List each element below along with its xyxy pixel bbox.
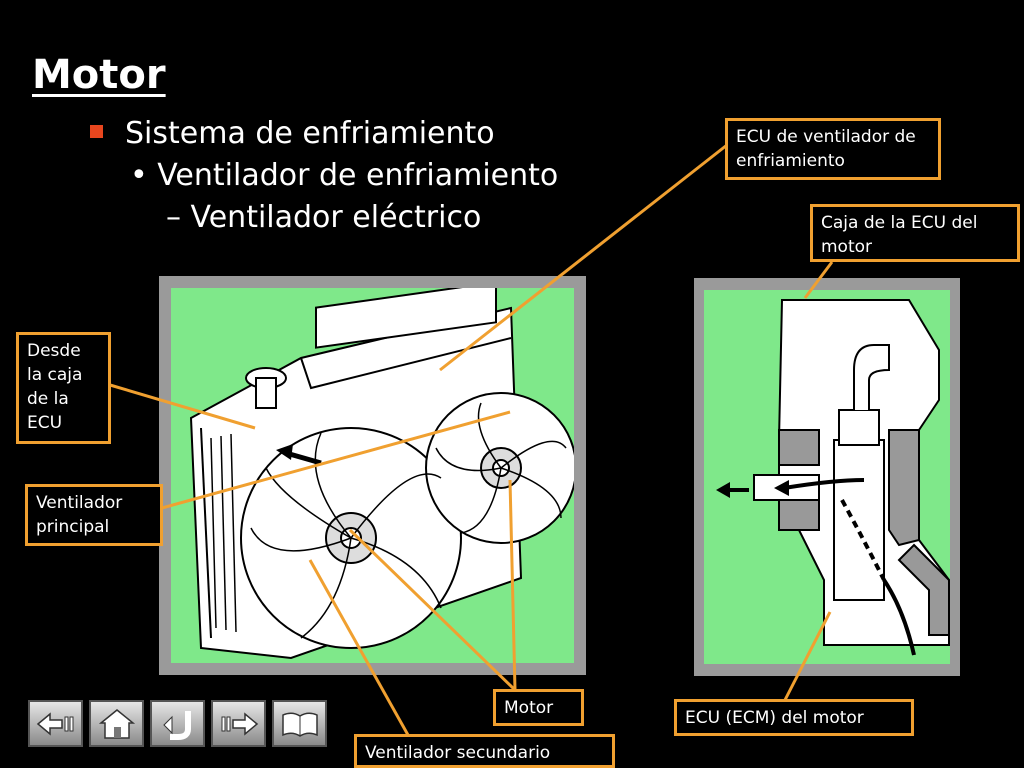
callout-motor: Motor [493, 689, 584, 726]
radiator-diagram [159, 276, 586, 675]
book-button[interactable] [272, 700, 327, 747]
leader-motor-1 [348, 528, 517, 692]
next-button[interactable] [211, 700, 266, 747]
callout-ecu-fan: ECU de ventilador de enfriamiento [725, 118, 941, 180]
ecu-box-diagram-background [704, 290, 950, 664]
leader-main-fan [161, 410, 511, 510]
ecu-box-diagram [694, 278, 960, 676]
ecu-box-illustration [716, 299, 950, 656]
first-button[interactable] [28, 700, 83, 747]
square-bullet-icon [90, 125, 103, 138]
book-icon [281, 712, 318, 737]
callout-secondary-fan: Ventilador secundario [354, 734, 615, 768]
callout-engine-ecu: ECU (ECM) del motor [674, 699, 914, 736]
return-icon [162, 710, 191, 740]
leader-secondary-fan [308, 559, 410, 736]
leader-motor-2 [508, 479, 517, 691]
callout-ecu-box: Caja de la ECU del motor [810, 204, 1020, 262]
bullet-level-1: Sistema de enfriamiento [90, 116, 495, 151]
bullet-level-3: – Ventilador eléctrico [166, 200, 482, 235]
slide-title: Motor [32, 52, 166, 98]
leader-ecu-box [803, 261, 834, 299]
leader-ecu-fan [439, 143, 728, 372]
home-icon [98, 708, 135, 739]
home-button[interactable] [89, 700, 144, 747]
leader-from-box [109, 383, 256, 430]
first-icon [36, 711, 73, 736]
radiator-diagram-background [171, 281, 577, 663]
leader-engine-ecu [783, 611, 832, 701]
next-icon [221, 711, 258, 736]
bullet-level-1-text: Sistema de enfriamiento [125, 116, 495, 151]
return-button[interactable] [150, 700, 205, 747]
callout-main-fan: Ventilador principal [25, 484, 163, 546]
radiator-illustration [189, 281, 577, 660]
callout-from-box: Desde la caja de la ECU [16, 332, 111, 444]
bullet-level-2: • Ventilador de enfriamiento [130, 158, 559, 193]
